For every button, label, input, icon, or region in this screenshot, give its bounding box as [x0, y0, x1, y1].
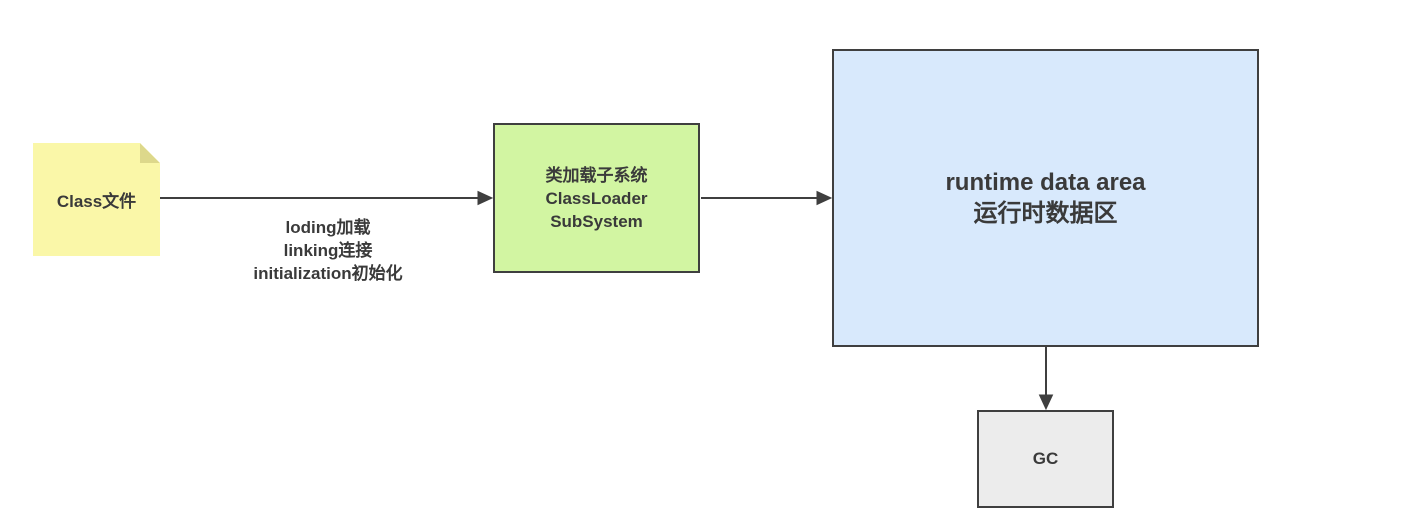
phase-loading-label: loding加载	[285, 218, 371, 237]
phase-initialization-label: initialization初始化	[253, 264, 403, 283]
loading-phases-labels: loding加载 linking连接 initialization初始化	[228, 216, 428, 285]
class-file-label: Class文件	[56, 192, 137, 211]
arrow-classfile-to-classloader	[160, 190, 494, 206]
runtime-label-en: runtime data area	[945, 169, 1146, 196]
classloader-label-zh: 类加载子系统	[545, 165, 648, 185]
classloader-subsystem-node: 类加载子系统 ClassLoader SubSystem	[493, 123, 700, 273]
arrowhead-icon	[477, 190, 494, 206]
classloader-label-en1: ClassLoader	[545, 188, 648, 208]
arrowhead-icon	[1038, 394, 1054, 411]
runtime-data-area-node: runtime data area 运行时数据区	[832, 49, 1259, 347]
class-file-node: Class文件	[33, 143, 160, 256]
gc-node: GC	[977, 410, 1114, 508]
runtime-label-zh: 运行时数据区	[973, 200, 1118, 227]
arrow-classloader-to-runtime	[701, 190, 833, 206]
arrow-runtime-to-gc	[1038, 347, 1054, 411]
gc-label: GC	[1032, 449, 1059, 468]
note-folded-corner-icon	[140, 143, 160, 163]
arrowhead-icon	[816, 190, 833, 206]
classloader-label-en2: SubSystem	[550, 211, 643, 231]
phase-linking-label: linking连接	[283, 241, 373, 260]
